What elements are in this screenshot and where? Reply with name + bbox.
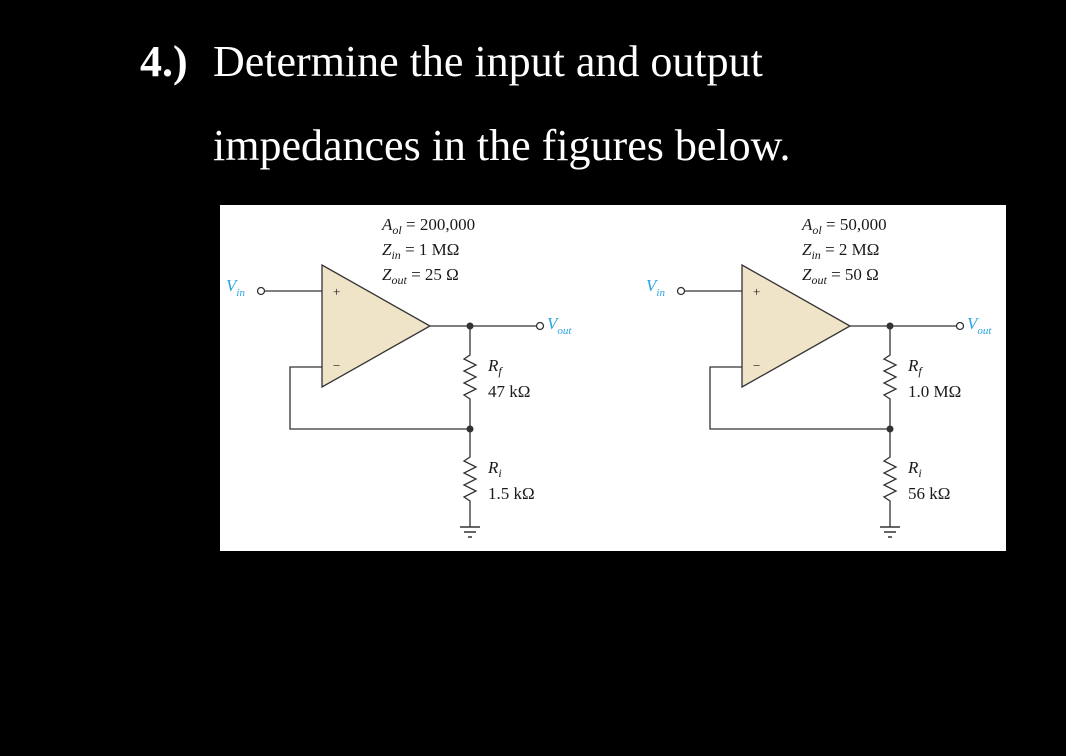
circuit-2-ri-label: Ri xyxy=(907,458,922,480)
circuit-2-rf-value: 1.0 MΩ xyxy=(908,382,961,401)
circuit-1-vout-terminal xyxy=(535,321,545,331)
circuit-1-rf-resistor xyxy=(462,326,478,429)
circuit-2-ground-symbol xyxy=(880,526,900,538)
question-number: 4.) xyxy=(140,37,188,86)
circuit-2-rf-label: Rf xyxy=(907,356,923,378)
circuit-2-vin-label: Vin xyxy=(646,276,665,299)
circuit-1-zin: Zin = 1 MΩ xyxy=(382,240,459,262)
circuit-2-vin-terminal xyxy=(676,286,686,296)
circuit-2: Aol = 50,000 Zin = 2 MΩ Zout = 50 Ω Vin … xyxy=(646,215,992,538)
circuit-1-plus-sign: + xyxy=(333,284,340,299)
circuit-2-ri-resistor xyxy=(882,429,898,527)
circuit-2-feedback-wire xyxy=(709,366,890,430)
circuit-1-ri-resistor xyxy=(462,429,478,527)
circuit-1-vout-label: Vout xyxy=(547,314,572,337)
circuit-1-vin-terminal xyxy=(256,286,266,296)
circuit-2-aol: Aol = 50,000 xyxy=(801,215,887,237)
circuit-figure-panel: Aol = 200,000 Zin = 1 MΩ Zout = 25 Ω Vin… xyxy=(220,205,1006,551)
circuit-1-zout: Zout = 25 Ω xyxy=(382,265,459,287)
circuit-1: Aol = 200,000 Zin = 1 MΩ Zout = 25 Ω Vin… xyxy=(226,215,572,538)
circuit-2-vout-label: Vout xyxy=(967,314,992,337)
circuit-2-rf-resistor xyxy=(882,326,898,429)
circuit-2-zout: Zout = 50 Ω xyxy=(802,265,879,287)
circuit-1-vin-label: Vin xyxy=(226,276,245,299)
circuit-2-opamp xyxy=(741,263,852,389)
circuit-1-rf-value: 47 kΩ xyxy=(488,382,530,401)
circuit-diagrams: Aol = 200,000 Zin = 1 MΩ Zout = 25 Ω Vin… xyxy=(226,215,992,538)
circuit-1-ground-symbol xyxy=(460,526,480,538)
question-line-1: Determine the input and output xyxy=(213,37,763,86)
circuit-1-opamp xyxy=(321,263,432,389)
circuit-2-plus-sign: + xyxy=(753,284,760,299)
circuit-1-ri-label: Ri xyxy=(487,458,502,480)
circuit-2-zin: Zin = 2 MΩ xyxy=(802,240,879,262)
circuit-2-vout-terminal xyxy=(955,321,965,331)
circuit-1-feedback-wire xyxy=(289,366,470,430)
circuit-1-aol: Aol = 200,000 xyxy=(381,215,475,237)
circuit-2-ri-value: 56 kΩ xyxy=(908,484,950,503)
circuit-1-minus-sign: − xyxy=(333,358,340,373)
circuit-1-rf-label: Rf xyxy=(487,356,503,378)
circuit-2-minus-sign: − xyxy=(753,358,760,373)
circuit-1-ri-value: 1.5 kΩ xyxy=(488,484,535,503)
question-line-2: impedances in the figures below. xyxy=(213,121,791,170)
